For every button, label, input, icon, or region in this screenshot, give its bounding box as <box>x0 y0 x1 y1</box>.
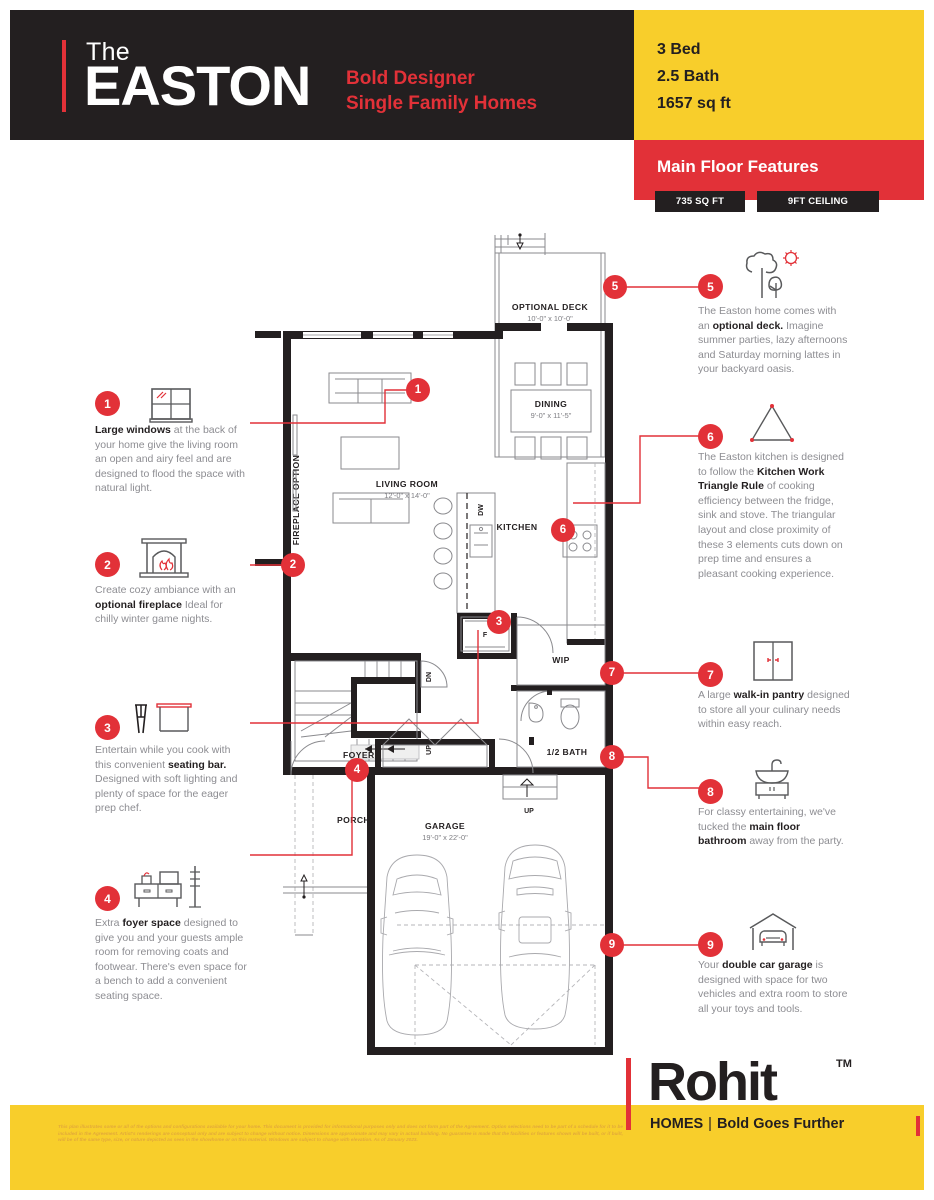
plan-marker-4[interactable]: 4 <box>345 758 369 782</box>
room-label-porch: PORCH <box>337 815 370 825</box>
room-dim-garage: 19'-0" x 22'-0" <box>422 833 468 842</box>
plan-marker-1[interactable]: 1 <box>406 378 430 402</box>
callout-7-text: A large walk-in pantry designed to store… <box>698 689 850 731</box>
brand-homes-label: HOMES <box>650 1116 704 1132</box>
logo-accent-bar <box>626 1058 631 1130</box>
title-prefix: The <box>86 38 130 66</box>
staircase <box>294 660 448 762</box>
garage-car-icon <box>740 908 800 954</box>
brand-slogan: Bold Goes Further <box>716 1116 845 1132</box>
title-tagline: Bold Designer Single Family Homes <box>346 66 537 116</box>
footer-yellow-band <box>10 1105 924 1190</box>
brand-separator: | <box>708 1116 712 1132</box>
fireplace-icon <box>132 533 192 579</box>
callout-8-number: 8 <box>698 779 723 804</box>
room-label-living: LIVING ROOM <box>376 479 438 489</box>
tagline-line-1: Bold Designer <box>346 68 475 89</box>
plan-marker-9[interactable]: 9 <box>600 933 624 957</box>
callout-2-number: 2 <box>95 552 120 577</box>
callout-9-number: 9 <box>698 932 723 957</box>
room-label-deck: OPTIONAL DECK <box>512 302 589 312</box>
label-stair-down: DN <box>426 672 433 682</box>
plan-marker-3[interactable]: 3 <box>487 610 511 634</box>
window-icon <box>138 385 198 431</box>
footer-red-tick <box>916 1116 920 1136</box>
callout-8-text: For classy entertaining, we've tucked th… <box>698 806 844 848</box>
callout-4-number: 4 <box>95 886 120 911</box>
badge-ceiling: 9FT CEILING <box>757 191 879 212</box>
callout-3-number: 3 <box>95 715 120 740</box>
room-dim-dining: 9'-0" x 11'-5" <box>531 411 572 420</box>
room-label-garage: GARAGE <box>425 821 465 831</box>
callout-3-text: Entertain while you cook with this conve… <box>95 744 238 815</box>
room-label-foyer: FOYER <box>343 750 375 760</box>
vanity-sink-icon <box>740 755 800 801</box>
header-black-panel <box>10 10 635 140</box>
disclaimer-text: This plan illustrates some or all of the… <box>58 1124 623 1143</box>
pantry-cabinet-icon <box>743 638 803 684</box>
foyer-bench-icon <box>127 862 205 908</box>
footer-white-block <box>634 1040 924 1105</box>
badge-sqft: 735 SQ FT <box>655 191 745 212</box>
windows <box>303 332 453 338</box>
main-floor-features-title: Main Floor Features <box>657 157 819 176</box>
half-bath <box>516 687 606 768</box>
callout-2-text: Create cozy ambiance with an optional fi… <box>95 584 236 626</box>
callout-1-number: 1 <box>95 391 120 416</box>
plan-marker-2[interactable]: 2 <box>281 553 305 577</box>
room-label-kitchen: KITCHEN <box>497 522 538 532</box>
room-label-wip: WIP <box>552 655 569 665</box>
callout-7-number: 7 <box>698 662 723 687</box>
callout-5-number: 5 <box>698 274 723 299</box>
header-specs-panel <box>634 10 924 140</box>
plan-marker-5[interactable]: 5 <box>603 275 627 299</box>
work-triangle-icon <box>740 400 800 446</box>
kitchen <box>433 462 606 645</box>
plan-marker-6[interactable]: 6 <box>551 518 575 542</box>
tagline-line-2: Single Family Homes <box>346 93 538 114</box>
brand-logo: Rohit <box>648 1052 778 1112</box>
living-room-furniture <box>292 372 412 524</box>
callout-6-text: The Easton kitchen is designed to follow… <box>698 451 844 580</box>
brand-tagline: HOMES|Bold Goes Further <box>650 1116 844 1132</box>
label-fridge: F <box>483 632 488 639</box>
main-floor-features-panel <box>634 140 924 200</box>
spec-bath: 2.5 Bath <box>657 68 720 85</box>
label-garage-stair-up: UP <box>524 808 534 815</box>
label-stair-up: UP <box>426 745 433 755</box>
callout-9-text: Your double car garage is designed with … <box>698 959 848 1015</box>
plan-marker-8[interactable]: 8 <box>600 745 624 769</box>
room-dim-living: 12'-0" x 14'-0" <box>384 491 430 500</box>
room-label-dining: DINING <box>535 399 567 409</box>
spec-area: 1657 sq ft <box>657 95 731 112</box>
title-accent-bar <box>62 40 66 112</box>
label-dishwasher: DW <box>478 504 485 516</box>
trademark-mark: TM <box>836 1058 852 1070</box>
spec-bed: 3 Bed <box>657 41 701 58</box>
callout-1-text: Large windows at the back of your home g… <box>95 424 246 495</box>
callout-4-text: Extra foyer space designed to give you a… <box>95 917 247 1002</box>
plan-marker-7[interactable]: 7 <box>600 661 624 685</box>
room-dim-deck: 10'-0" x 10'-0" <box>527 314 573 323</box>
page-title: EASTON <box>84 54 311 117</box>
tree-sun-icon <box>736 250 799 298</box>
callout-5-text: The Easton home comes with an optional d… <box>698 305 848 376</box>
callout-6-number: 6 <box>698 424 723 449</box>
room-label-half-bath: 1/2 BATH <box>547 747 588 757</box>
garage <box>380 774 605 1046</box>
pantry-and-fridge <box>457 613 607 691</box>
seating-bar-icon <box>127 695 192 741</box>
floor-plan: .w{fill:#231f20;} .thin{fill:none;stroke… <box>255 233 613 1055</box>
fireplace-option-bumpout <box>255 331 285 566</box>
